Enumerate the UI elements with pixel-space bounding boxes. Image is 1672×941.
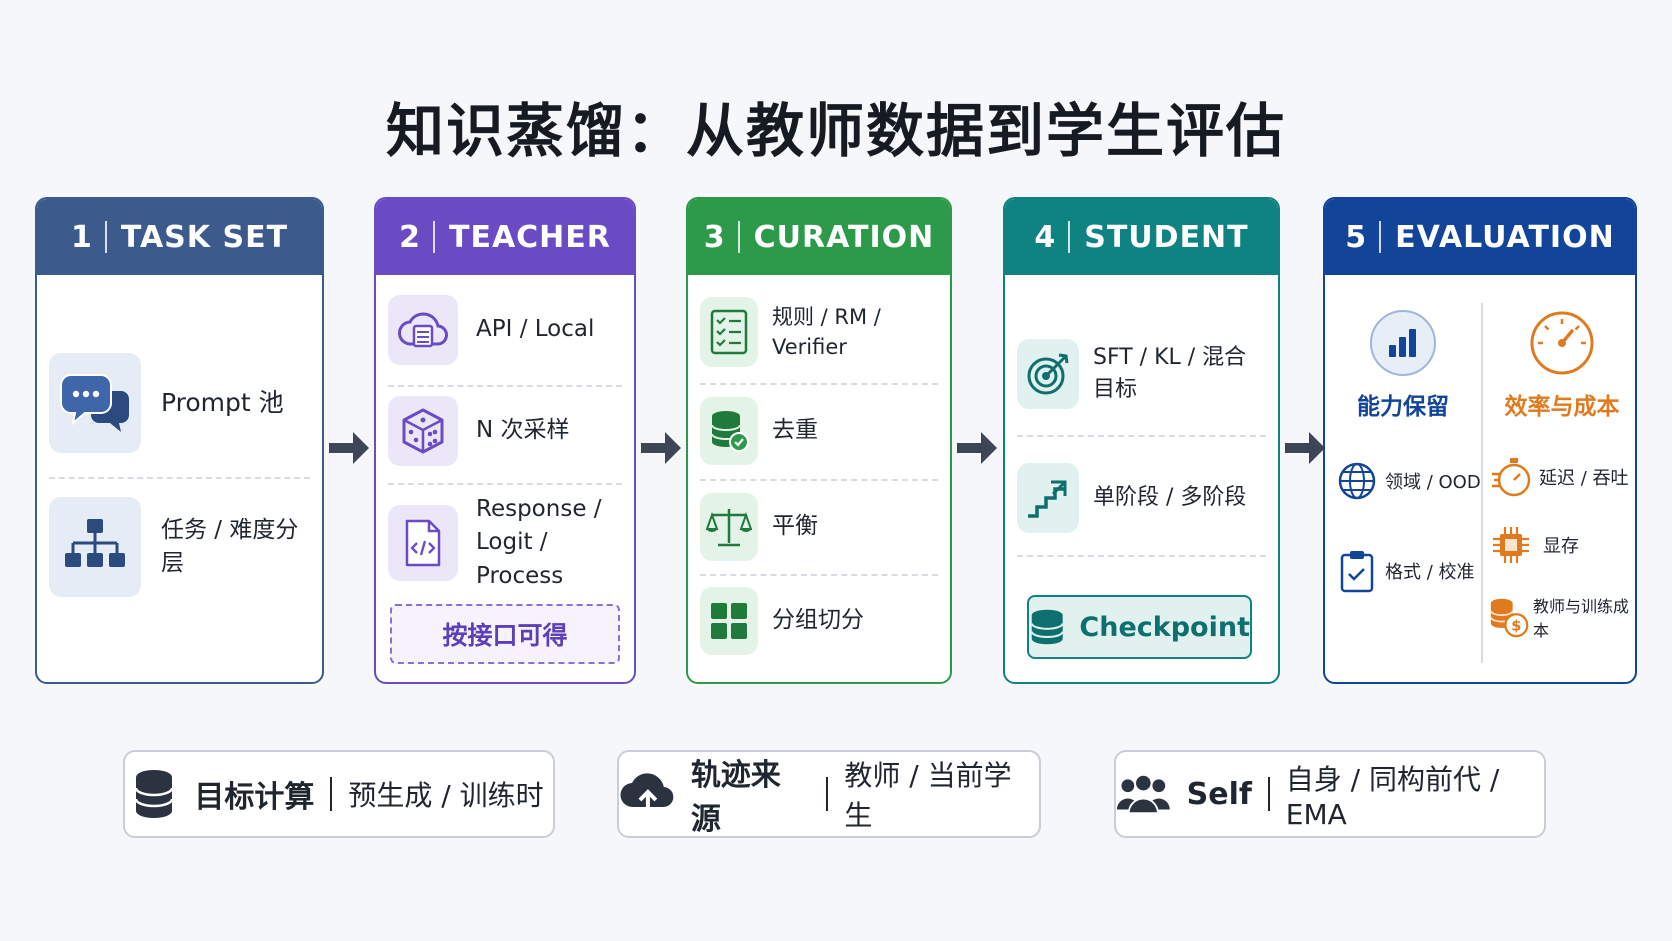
column-divider bbox=[1481, 303, 1483, 663]
item-label: 规则 / RM / Verifier bbox=[772, 304, 881, 359]
globe-icon bbox=[1338, 462, 1376, 500]
stage-evaluation: 5 EVALUATION 能力保留 领域 / OOD 格式 / 校准 bbox=[1323, 197, 1637, 684]
pill-value: 预生成 / 训练时 bbox=[348, 779, 544, 812]
page-title: 知识蒸馏：从教师数据到学生评估 bbox=[385, 97, 1286, 165]
database-check-icon bbox=[700, 397, 758, 465]
list-item: SFT / KL / 混合目标 bbox=[1017, 339, 1266, 409]
item-label: 领域 / OOD bbox=[1385, 472, 1481, 493]
pill-key: 目标计算 bbox=[194, 780, 315, 815]
stage-number: 2 bbox=[399, 219, 421, 255]
dice-icon bbox=[388, 396, 458, 466]
stage-header: 5 EVALUATION bbox=[1325, 199, 1635, 275]
list-item: $ 教师与训练成本 bbox=[1489, 593, 1635, 641]
pill-value: 自身 / 同构前代 / EMA bbox=[1285, 762, 1500, 831]
stage-name: STUDENT bbox=[1084, 219, 1249, 255]
balance-scale-icon bbox=[700, 493, 758, 561]
list-item: 格式 / 校准 bbox=[1339, 549, 1475, 593]
list-item: Prompt 池 bbox=[49, 353, 310, 453]
efficiency-heading: 效率与成本 bbox=[1504, 394, 1620, 420]
stage-name: EVALUATION bbox=[1395, 219, 1615, 255]
list-item: Response / Logit / Process bbox=[388, 493, 622, 593]
stage-header: 4 STUDENT bbox=[1005, 199, 1278, 275]
note-label: 按接口可得 bbox=[442, 621, 568, 650]
item-label: 延迟 / 吞吐 bbox=[1539, 468, 1629, 489]
stage-name: TASK SET bbox=[120, 219, 289, 255]
stage-number: 1 bbox=[70, 219, 93, 255]
stage-header: 1 TASK SET bbox=[37, 199, 322, 275]
clipboard-check-icon bbox=[1340, 551, 1374, 593]
stage-student: 4 STUDENT SFT / KL / 混合目标 单阶段 / 多阶段 bbox=[1003, 197, 1280, 684]
stage-name: TEACHER bbox=[448, 219, 611, 255]
list-item: 去重 bbox=[700, 397, 938, 465]
target-computation-pill: 目标计算 预生成 / 训练时 bbox=[123, 750, 555, 838]
item-label: Logit / Process bbox=[476, 529, 564, 589]
pill-key: 轨迹来源 bbox=[690, 758, 781, 837]
target-icon bbox=[1017, 339, 1079, 409]
list-item: 平衡 bbox=[700, 493, 938, 561]
chip-icon bbox=[1493, 527, 1529, 563]
arrow-right-icon bbox=[1285, 432, 1325, 464]
arrow-right-icon bbox=[957, 432, 997, 464]
item-label: Response / bbox=[476, 496, 602, 522]
list-item: 单阶段 / 多阶段 bbox=[1017, 463, 1266, 533]
item-label: 分组切分 bbox=[772, 607, 864, 634]
bar-chart-icon bbox=[1370, 310, 1436, 376]
checkpoint-box: Checkpoint bbox=[1027, 595, 1252, 659]
item-label: 单阶段 / 多阶段 bbox=[1093, 485, 1247, 511]
pill-value: 教师 / 当前学生 bbox=[844, 759, 1012, 832]
code-file-icon bbox=[388, 505, 458, 582]
stage-task-set: 1 TASK SET Prompt 池 任务 / 难度分层 bbox=[35, 197, 324, 684]
checkpoint-label: Checkpoint bbox=[1079, 611, 1250, 643]
item-label: SFT / KL / 混合目标 bbox=[1093, 345, 1247, 402]
item-label: 去重 bbox=[772, 417, 818, 444]
list-item: 分组切分 bbox=[700, 587, 938, 655]
stopwatch-icon bbox=[1492, 458, 1531, 497]
arrow-right-icon bbox=[641, 432, 681, 464]
database-icon bbox=[1030, 609, 1064, 645]
list-item: 显存 bbox=[1491, 525, 1579, 565]
self-pill: Self 自身 / 同构前代 / EMA bbox=[1114, 750, 1546, 838]
coins-icon: $ bbox=[1489, 598, 1529, 638]
stage-teacher: 2 TEACHER API / Local N 次采样 bbox=[374, 197, 636, 684]
item-label: API / Local bbox=[476, 316, 595, 343]
item-label: 教师与训练成本 bbox=[1533, 597, 1630, 640]
capability-retention: 能力保留 bbox=[1333, 309, 1473, 421]
list-item: 领域 / OOD bbox=[1337, 461, 1481, 501]
list-item: N 次采样 bbox=[388, 396, 622, 466]
stage-number: 3 bbox=[703, 219, 726, 255]
grid-icon bbox=[700, 587, 758, 655]
item-label: 格式 / 校准 bbox=[1385, 562, 1475, 583]
list-item: 延迟 / 吞吐 bbox=[1491, 455, 1629, 499]
cloud-server-icon bbox=[388, 295, 458, 365]
stage-header: 2 TEACHER bbox=[376, 199, 634, 275]
checklist-icon bbox=[700, 297, 758, 367]
users-icon bbox=[1116, 773, 1170, 815]
stairs-arrow-icon bbox=[1017, 463, 1079, 533]
stage-header: 3 CURATION bbox=[688, 199, 950, 275]
database-icon bbox=[135, 770, 174, 818]
cloud-upload-icon bbox=[620, 773, 674, 815]
stage-number: 5 bbox=[1345, 219, 1368, 255]
pill-key: Self bbox=[1186, 776, 1252, 812]
stage-name: CURATION bbox=[753, 219, 935, 255]
item-label: 平衡 bbox=[772, 513, 818, 540]
item-label: 任务 / 难度分层 bbox=[161, 516, 299, 576]
stage-curation: 3 CURATION 规则 / RM / Verifier 去重 bbox=[686, 197, 952, 684]
item-label: 显存 bbox=[1543, 536, 1579, 557]
interface-note: 按接口可得 bbox=[390, 604, 620, 664]
arrow-right-icon bbox=[329, 432, 369, 464]
hierarchy-icon bbox=[49, 497, 141, 597]
item-label: Prompt 池 bbox=[161, 387, 284, 417]
stage-number: 4 bbox=[1034, 219, 1057, 255]
capability-heading: 能力保留 bbox=[1357, 394, 1449, 420]
efficiency-cost: 效率与成本 bbox=[1489, 309, 1635, 421]
gauge-icon bbox=[1530, 311, 1594, 375]
list-item: API / Local bbox=[388, 295, 622, 365]
item-label: N 次采样 bbox=[476, 417, 570, 444]
svg-text:$: $ bbox=[1511, 618, 1521, 635]
list-item: 规则 / RM / Verifier bbox=[700, 297, 938, 367]
chat-bubbles-icon bbox=[49, 353, 141, 453]
list-item: 任务 / 难度分层 bbox=[49, 497, 310, 597]
trajectory-source-pill: 轨迹来源 教师 / 当前学生 bbox=[617, 750, 1041, 838]
